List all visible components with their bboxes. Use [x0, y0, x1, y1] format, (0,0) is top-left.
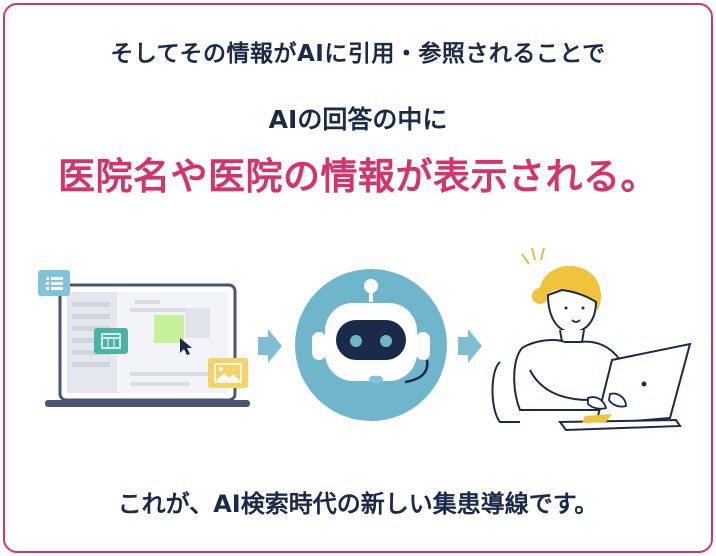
flow-illustration	[38, 247, 692, 432]
headline-line-2: AIの回答の中に	[268, 105, 448, 134]
arrow-right-icon	[258, 329, 282, 363]
green-block	[154, 315, 184, 343]
laptop-icon	[45, 283, 250, 407]
image-icon	[208, 358, 248, 388]
list-icon	[38, 270, 70, 296]
robot-icon	[295, 269, 447, 421]
headline-emphasis: 医院名や医院の情報が表示される。	[58, 155, 658, 198]
headline-line-1: そしてその情報がAIに引用・参照されることで	[110, 41, 606, 67]
calendar-icon	[94, 328, 128, 354]
footer-message: これが、AI検索時代の新しい集患導線です。	[117, 490, 599, 518]
cursor-icon	[180, 338, 192, 355]
arrow-right-icon	[458, 329, 482, 363]
woman-with-laptop-icon	[491, 247, 692, 432]
